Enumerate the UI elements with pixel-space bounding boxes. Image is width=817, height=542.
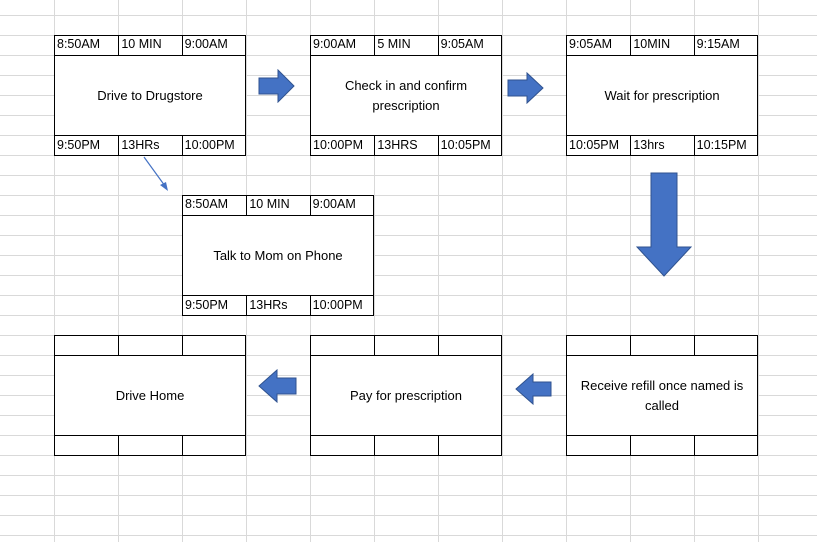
start-times-row: 9:00AM 5 MIN 9:05AM: [311, 36, 501, 56]
process-box-check-in[interactable]: 9:00AM 5 MIN 9:05AM Check in and confirm…: [310, 35, 502, 156]
alt-times-row: 9:50PM 13HRs 10:00PM: [55, 135, 245, 155]
start-times-row: [55, 336, 245, 356]
duration-cell[interactable]: [630, 436, 693, 455]
end-time-cell[interactable]: 9:00AM: [181, 36, 245, 55]
start-time-cell[interactable]: [55, 336, 118, 355]
alt-times-row: 9:50PM 13HRs 10:00PM: [183, 295, 373, 315]
alt-times-row: [567, 435, 757, 455]
task-label: Check in and confirm prescription: [344, 77, 468, 113]
duration-cell[interactable]: [374, 436, 437, 455]
alt-times-row: 10:05PM 13hrs 10:15PM: [567, 135, 757, 155]
start-times-row: 8:50AM 10 MIN 9:00AM: [183, 196, 373, 216]
start-times-row: 9:05AM 10MIN 9:15AM: [567, 36, 757, 56]
start-time-cell[interactable]: [567, 436, 630, 455]
start-time-cell[interactable]: [55, 436, 118, 455]
end-time-cell[interactable]: 10:05PM: [437, 136, 501, 155]
arrow-left-1[interactable]: [515, 373, 553, 405]
duration-cell[interactable]: 5 MIN: [374, 36, 437, 55]
end-time-cell[interactable]: [181, 436, 245, 455]
end-time-cell[interactable]: [693, 436, 757, 455]
end-time-cell[interactable]: 9:05AM: [437, 36, 501, 55]
connector-arrow[interactable]: [138, 152, 174, 194]
end-time-cell[interactable]: [437, 336, 501, 355]
start-time-cell[interactable]: [567, 336, 630, 355]
duration-cell[interactable]: 10 MIN: [118, 36, 181, 55]
alt-times-row: 10:00PM 13HRS 10:05PM: [311, 135, 501, 155]
duration-cell[interactable]: [374, 336, 437, 355]
duration-cell[interactable]: [630, 336, 693, 355]
duration-cell[interactable]: 13HRs: [118, 136, 181, 155]
start-times-row: [567, 336, 757, 356]
duration-cell[interactable]: [118, 336, 181, 355]
start-time-cell[interactable]: 9:50PM: [185, 298, 229, 312]
alt-times-row: [55, 435, 245, 455]
duration-cell[interactable]: 13HRS: [374, 136, 437, 155]
start-time-cell[interactable]: [311, 436, 374, 455]
start-time-cell[interactable]: [311, 336, 374, 355]
process-box-drive-to-drugstore[interactable]: 8:50AM 10 MIN 9:00AM Drive to Drugstore …: [54, 35, 246, 156]
start-time-cell[interactable]: 8:50AM: [185, 197, 229, 211]
start-time-cell[interactable]: 9:50PM: [57, 138, 101, 152]
arrow-left-2[interactable]: [258, 369, 298, 403]
duration-cell[interactable]: 10 MIN: [246, 196, 309, 215]
end-time-cell[interactable]: 10:15PM: [693, 136, 757, 155]
arrow-right-1[interactable]: [258, 69, 296, 103]
task-label: Pay for prescription: [350, 387, 462, 403]
arrow-down[interactable]: [636, 172, 692, 278]
start-times-row: 8:50AM 10 MIN 9:00AM: [55, 36, 245, 56]
process-box-receive-refill[interactable]: Receive refill once named is called: [566, 335, 758, 456]
arrow-right-2[interactable]: [507, 72, 545, 104]
start-time-cell[interactable]: 8:50AM: [57, 37, 101, 51]
end-time-cell[interactable]: 9:00AM: [309, 196, 373, 215]
start-time-cell[interactable]: 9:00AM: [313, 37, 357, 51]
task-label: Receive refill once named is called: [580, 377, 744, 413]
task-label: Wait for prescription: [604, 87, 720, 103]
process-box-pay[interactable]: Pay for prescription: [310, 335, 502, 456]
start-times-row: [311, 336, 501, 356]
start-time-cell[interactable]: 10:05PM: [569, 138, 620, 152]
end-time-cell[interactable]: 9:15AM: [693, 36, 757, 55]
end-time-cell[interactable]: [181, 336, 245, 355]
start-time-cell[interactable]: 9:05AM: [569, 37, 613, 51]
end-time-cell[interactable]: [437, 436, 501, 455]
process-box-talk-to-mom[interactable]: 8:50AM 10 MIN 9:00AM Talk to Mom on Phon…: [182, 195, 374, 316]
task-label: Talk to Mom on Phone: [213, 247, 343, 263]
end-time-cell[interactable]: 10:00PM: [309, 296, 373, 315]
duration-cell[interactable]: 13HRs: [246, 296, 309, 315]
process-box-drive-home[interactable]: Drive Home: [54, 335, 246, 456]
start-time-cell[interactable]: 10:00PM: [313, 138, 364, 152]
duration-cell[interactable]: 10MIN: [630, 36, 693, 55]
task-label: Drive to Drugstore: [97, 87, 203, 103]
alt-times-row: [311, 435, 501, 455]
end-time-cell[interactable]: [693, 336, 757, 355]
process-box-wait[interactable]: 9:05AM 10MIN 9:15AM Wait for prescriptio…: [566, 35, 758, 156]
duration-cell[interactable]: 13hrs: [630, 136, 693, 155]
duration-cell[interactable]: [118, 436, 181, 455]
end-time-cell[interactable]: 10:00PM: [181, 136, 245, 155]
task-label: Drive Home: [115, 387, 185, 403]
